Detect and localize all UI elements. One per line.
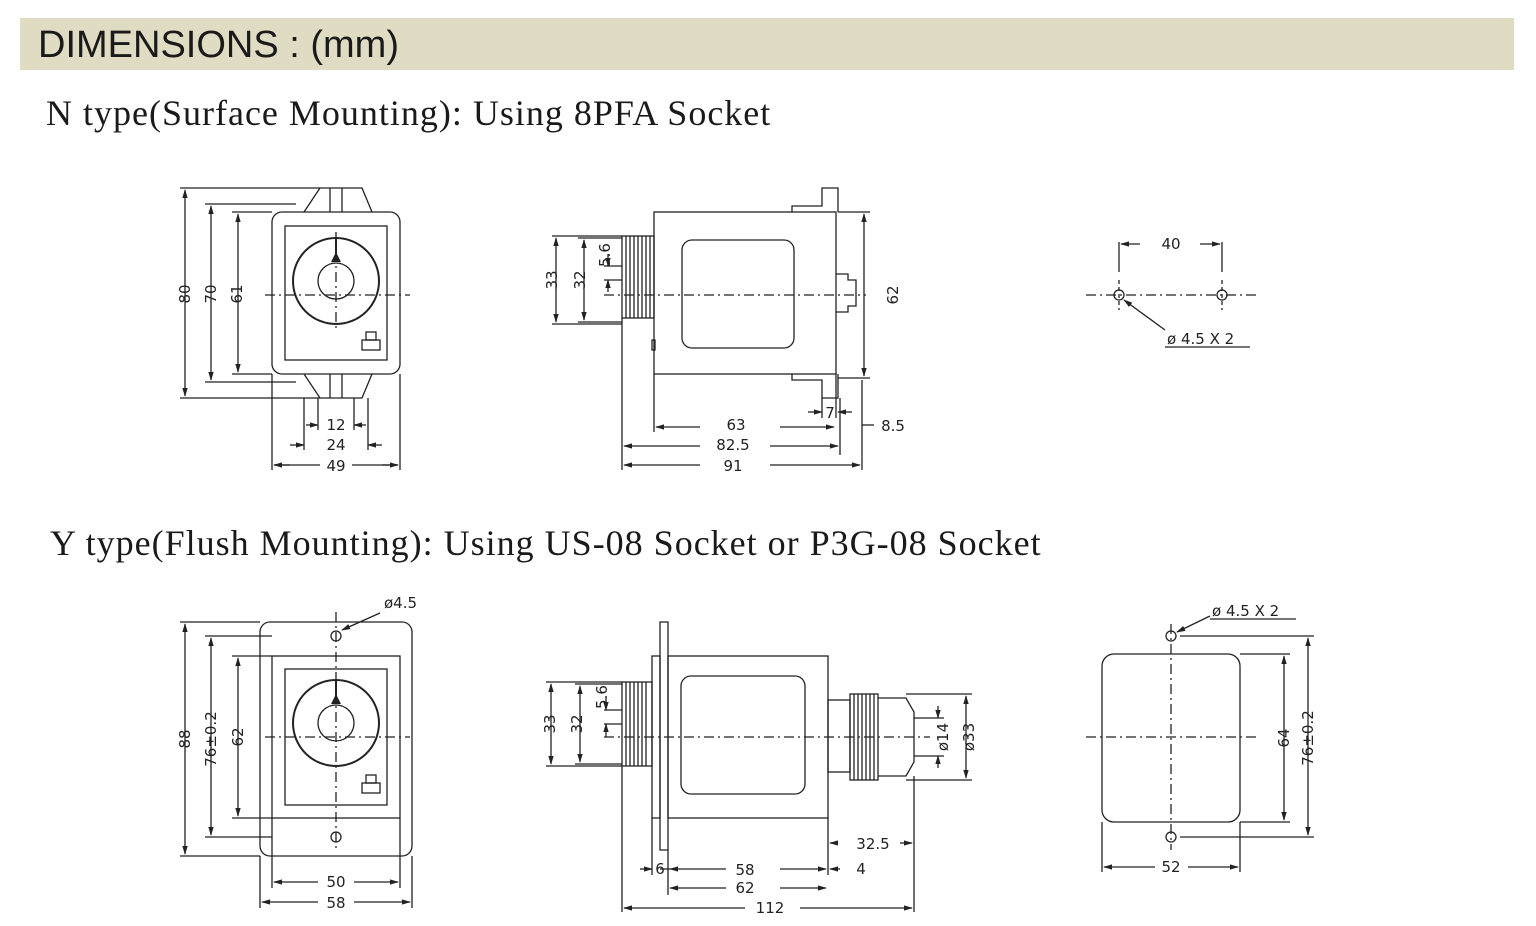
y-front-hole-label: ø4.5 <box>384 594 417 612</box>
y-side-dim-dia33: ø33 <box>960 723 978 751</box>
n-side-dim-91: 91 <box>723 457 742 475</box>
y-cutout-dim-76: 76±0.2 <box>1299 710 1317 766</box>
y-side-dim-32-5: 32.5 <box>856 835 889 853</box>
y-side-dim-33: 33 <box>541 714 559 733</box>
y-side-window <box>680 675 806 795</box>
y-front-dim-58: 58 <box>326 894 345 912</box>
n-front-body <box>271 211 401 375</box>
n-front-panel <box>284 225 388 361</box>
y-cutout-dim-52: 52 <box>1161 858 1180 876</box>
y-front-dim-88: 88 <box>176 729 194 748</box>
y-front-dim-76: 76±0.2 <box>202 711 220 767</box>
y-front-hole-top <box>330 630 342 642</box>
y-side-dim-62: 62 <box>735 879 754 897</box>
n-type-title: N type(Surface Mounting): Using 8PFA Soc… <box>46 93 772 133</box>
y-side-dim-32: 32 <box>568 714 586 733</box>
y-cutout-hole-top <box>1165 630 1177 642</box>
n-side-dim-7: 7 <box>825 404 835 422</box>
n-side-dim-8-5: 8.5 <box>881 417 905 435</box>
y-side-dim-dia14: ø14 <box>934 723 952 751</box>
y-side-dim-6: 6 <box>655 860 665 878</box>
n-front-view <box>180 187 410 470</box>
y-front-dim-50: 50 <box>326 873 345 891</box>
header-bar <box>20 18 1514 70</box>
n-cutout-view <box>1086 241 1256 348</box>
n-side-dim-62: 62 <box>884 285 902 304</box>
y-side-dim-5-6: 5.6 <box>593 685 611 709</box>
n-front-dim-24: 24 <box>326 436 345 454</box>
y-front-hole-bottom <box>330 831 342 843</box>
n-side-view <box>552 187 874 470</box>
n-front-dim-70: 70 <box>202 284 220 303</box>
y-cutout-dim-64: 64 <box>1275 728 1293 747</box>
page-title: DIMENSIONS : (mm) <box>38 24 399 66</box>
n-side-window <box>681 239 795 349</box>
n-cutout-dim-40: 40 <box>1161 235 1180 253</box>
n-side-dim-33: 33 <box>543 270 561 289</box>
n-front-dim-80: 80 <box>176 284 194 303</box>
n-cutout-holes-label: ø 4.5 X 2 <box>1167 330 1234 348</box>
y-front-dim-62: 62 <box>229 727 247 746</box>
n-side-dim-32: 32 <box>571 270 589 289</box>
y-cutout-holes-label: ø 4.5 X 2 <box>1212 602 1279 620</box>
n-front-dim-61: 61 <box>228 284 246 303</box>
n-side-dim-5-6: 5.6 <box>596 243 614 267</box>
n-front-dim-12: 12 <box>326 416 345 434</box>
y-side-dim-112: 112 <box>756 899 785 917</box>
n-front-dim-49: 49 <box>326 457 345 475</box>
y-cutout-hole-bottom <box>1165 831 1177 843</box>
n-side-body <box>653 211 837 375</box>
y-front-view <box>180 612 413 908</box>
y-side-dim-58: 58 <box>735 861 754 879</box>
y-side-dim-4: 4 <box>856 860 866 878</box>
n-side-dim-63: 63 <box>726 416 745 434</box>
n-side-dim-82-5: 82.5 <box>716 436 749 454</box>
y-type-title: Y type(Flush Mounting): Using US-08 Sock… <box>50 523 1042 563</box>
y-side-view <box>546 621 972 912</box>
y-side-panel <box>659 621 669 851</box>
y-cutout-view <box>1086 615 1314 872</box>
